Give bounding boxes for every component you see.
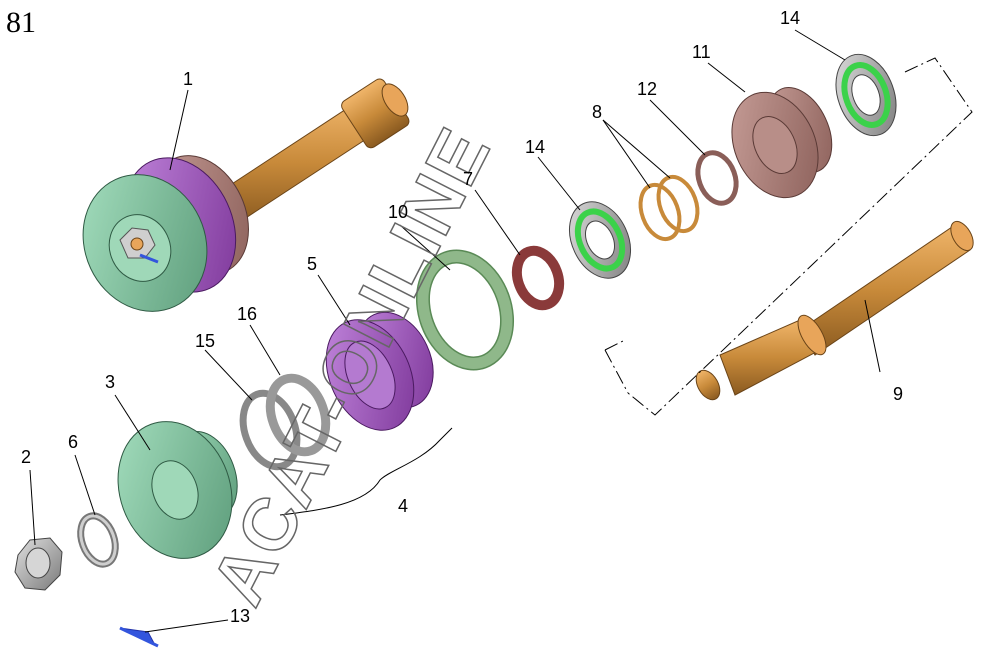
- part-14-bearing-lower: [569, 201, 631, 279]
- part-10-gasket: [415, 249, 515, 371]
- part-8-shims: [638, 174, 700, 242]
- part-12-spacer: [695, 150, 739, 206]
- part-14-bearing-upper: [835, 53, 897, 137]
- part-2-castle-nut: [14, 537, 63, 591]
- group-4-brace: [279, 427, 453, 516]
- page-number: 81: [6, 6, 36, 39]
- callout-7: 7: [463, 169, 474, 189]
- callout-5: 5: [307, 254, 318, 274]
- leader-lines: [29, 29, 881, 633]
- part-9-shaft: [695, 220, 974, 401]
- callout-14-lower: 14: [525, 137, 546, 157]
- part-5-housing: [325, 311, 434, 431]
- callout-6: 6: [68, 432, 79, 452]
- callout-3: 3: [105, 372, 116, 392]
- callout-13: 13: [230, 606, 251, 626]
- callout-1: 1: [183, 69, 194, 89]
- callout-11: 11: [692, 42, 711, 62]
- callout-2: 2: [21, 447, 32, 467]
- part-16-ring: [265, 373, 331, 457]
- part-15-ring: [239, 389, 301, 471]
- assembly-bracket: [604, 57, 973, 416]
- part-1-hub-assembly: [82, 78, 410, 312]
- callout-8: 8: [592, 102, 603, 122]
- callout-9: 9: [893, 384, 904, 404]
- part-11-carrier: [731, 87, 833, 199]
- part-3-flange: [117, 421, 238, 559]
- callout-16: 16: [237, 304, 258, 324]
- part-6-lock-washer: [77, 512, 119, 568]
- part-7-seal: [511, 245, 565, 311]
- callout-12: 12: [637, 79, 658, 99]
- callout-15: 15: [195, 331, 216, 351]
- callout-4: 4: [398, 496, 409, 516]
- callout-14-upper: 14: [780, 8, 801, 28]
- callout-10: 10: [388, 202, 409, 222]
